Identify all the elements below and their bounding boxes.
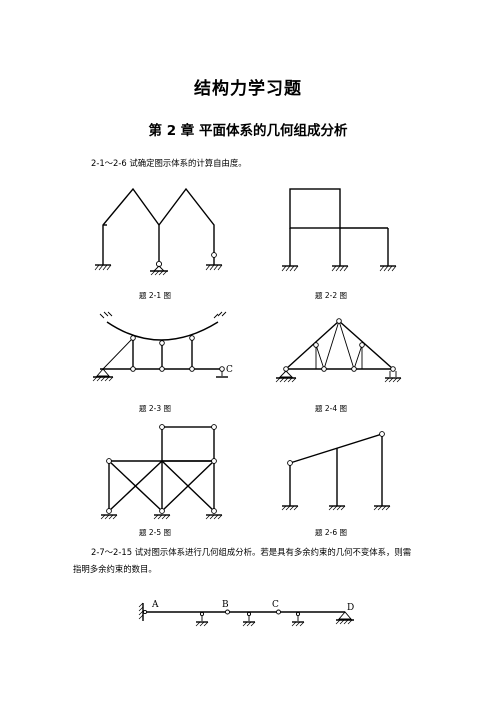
roller-support-icon (216, 371, 228, 378)
figure-2-5 (100, 424, 223, 520)
fixed-support-icon (281, 505, 391, 511)
figure-2-7: A B C D (138, 600, 354, 627)
label-d: D (347, 603, 354, 613)
hinge-support-icon (100, 514, 223, 520)
fixed-support-icon (281, 265, 397, 272)
figure-2-6 (281, 431, 391, 511)
caption-2-5: 题 2-5 图 (138, 528, 172, 537)
figure-2-4 (275, 318, 402, 383)
label-a: A (151, 600, 159, 610)
hinge-support-icon (150, 265, 168, 276)
fixed-support-icon (94, 264, 112, 271)
roller-support-icon (195, 611, 305, 627)
label-c: C (272, 600, 279, 610)
figure-2-1 (94, 187, 223, 276)
hinge-support-icon (335, 611, 354, 625)
hinge-support-icon (205, 264, 223, 271)
section-1-intro: 2-1～2-6 试确定图示体系的计算自由度。 (91, 158, 247, 168)
page-title: 结构力学习题 (194, 79, 302, 99)
roller-support-icon (384, 371, 402, 383)
caption-2-1: 题 2-1 图 (138, 291, 172, 300)
label-b: B (222, 600, 229, 610)
section-2-intro-line1: 2-7～2-15 试对图示体系进行几何组成分析。若是具有多余约束的几何不变体系，… (91, 547, 412, 557)
hinge-support-icon (92, 368, 114, 382)
section-2-intro-line2: 指明多余约束的数目。 (73, 564, 157, 574)
label-c: C (226, 365, 233, 375)
caption-2-3: 题 2-3 图 (138, 404, 172, 413)
caption-2-4: 题 2-4 图 (314, 404, 348, 413)
figure-2-3: C (92, 311, 233, 382)
caption-2-6: 题 2-6 图 (314, 528, 348, 537)
hinge-support-icon (275, 370, 297, 383)
fixed-support-icon (138, 602, 148, 621)
figure-2-2 (281, 188, 397, 272)
chapter-heading: 第 2 章 平面体系的几何组成分析 (148, 123, 348, 139)
caption-2-2: 题 2-2 图 (314, 291, 348, 300)
